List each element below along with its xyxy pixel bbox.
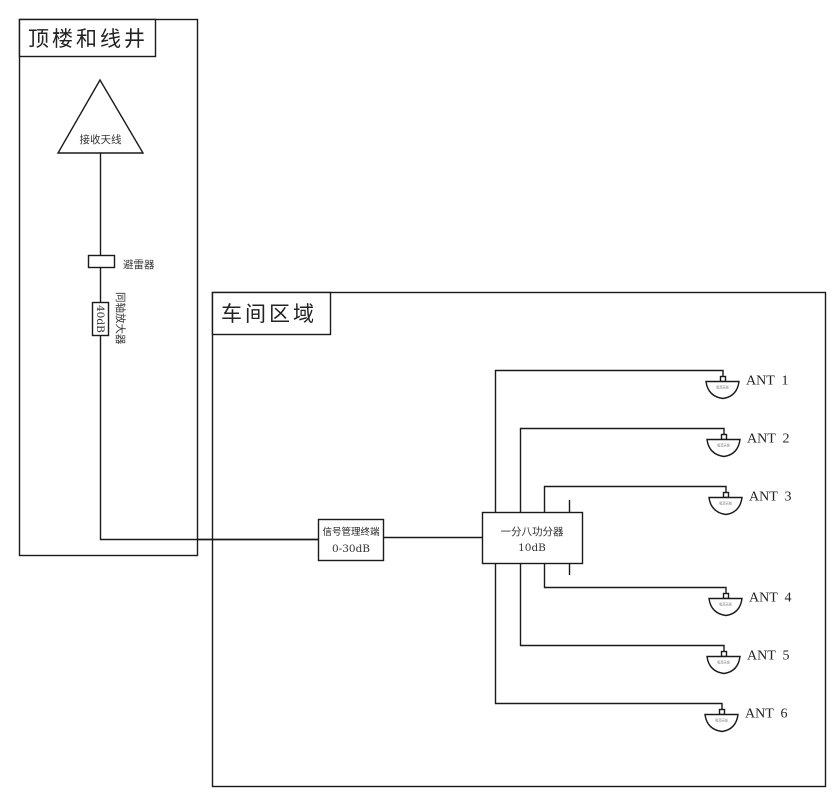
antenna-cable-4	[543, 563, 727, 595]
lightning-arrester-icon	[87, 254, 116, 269]
signal-terminal-box	[317, 518, 385, 562]
rooftop-zone-title: 顶楼和线井	[28, 27, 148, 51]
ceiling-antenna-icon	[706, 655, 741, 675]
antenna-label-1: ANT 1	[746, 374, 789, 389]
coax-amplifier-label: 同轴放大器	[114, 292, 127, 345]
antenna-cable-1	[494, 369, 724, 512]
receive-antenna-label: 接收天线	[80, 133, 122, 146]
ceiling-antenna-icon	[708, 496, 743, 516]
antenna-inner-label: 吸顶天线	[719, 602, 733, 607]
antenna-cable-3	[543, 485, 727, 512]
splitter-box	[481, 511, 584, 565]
antenna-connector-icon	[722, 592, 730, 600]
antenna-inner-label: 吸顶天线	[715, 718, 729, 723]
lightning-arrester-label: 避雷器	[123, 258, 155, 271]
ceiling-antenna-icon	[708, 597, 743, 617]
antenna-cable-2	[519, 427, 725, 512]
antenna-branch-2: 吸顶天线 ANT 2	[519, 427, 790, 512]
antenna-connector-icon	[718, 708, 726, 716]
ceiling-antenna-icon	[705, 380, 740, 400]
workshop-zone-title-box	[211, 291, 332, 336]
antenna-label-3: ANT 3	[749, 490, 792, 505]
signal-terminal-range: 0-30dB	[332, 543, 370, 555]
antenna-connector-icon	[720, 650, 728, 658]
ceiling-antenna-icon	[706, 438, 741, 458]
antenna-label-2: ANT 2	[747, 432, 790, 447]
antenna-cable-6	[494, 563, 723, 711]
antenna-branch-4: 吸顶天线 ANT 4	[543, 563, 792, 617]
antenna-cable-5	[519, 563, 725, 653]
antenna-connector-icon	[722, 491, 730, 499]
antenna-branch-3: 吸顶天线 ANT 3	[543, 485, 792, 516]
splitter-loss: 10dB	[518, 542, 546, 554]
antenna-label-4: ANT 4	[749, 591, 792, 606]
rooftop-zone: 顶楼和线井 接收天线 避雷器 40dB 同轴放大器	[18, 18, 318, 557]
splitter-name: 一分八功分器	[501, 526, 564, 538]
ceiling-antenna-icon	[704, 713, 739, 733]
antenna-label-5: ANT 5	[747, 649, 790, 664]
antenna-branch-6: 吸顶天线 ANT 6	[494, 563, 788, 733]
antenna-branch-5: 吸顶天线 ANT 5	[519, 563, 790, 675]
antenna-inner-label: 吸顶天线	[719, 501, 733, 506]
coax-amplifier-gain: 40dB	[94, 305, 106, 333]
antenna-inner-label: 吸顶天线	[716, 385, 730, 390]
signal-terminal-name: 信号管理终端	[322, 526, 380, 538]
workshop-zone-title: 车间区域	[221, 302, 317, 326]
workshop-zone: 车间区域 信号管理终端 0-30dB 一分八功分器 10dB 吸顶天线 ANT 1…	[198, 291, 827, 788]
antenna-label-6: ANT 6	[745, 707, 788, 722]
antenna-inner-label: 吸顶天线	[717, 443, 731, 448]
rooftop-zone-title-box	[18, 18, 157, 58]
antenna-inner-label: 吸顶天线	[717, 660, 731, 665]
antenna-connector-icon	[719, 375, 727, 383]
antenna-connector-icon	[720, 433, 728, 441]
antenna-branch-1: 吸顶天线 ANT 1	[494, 369, 789, 512]
